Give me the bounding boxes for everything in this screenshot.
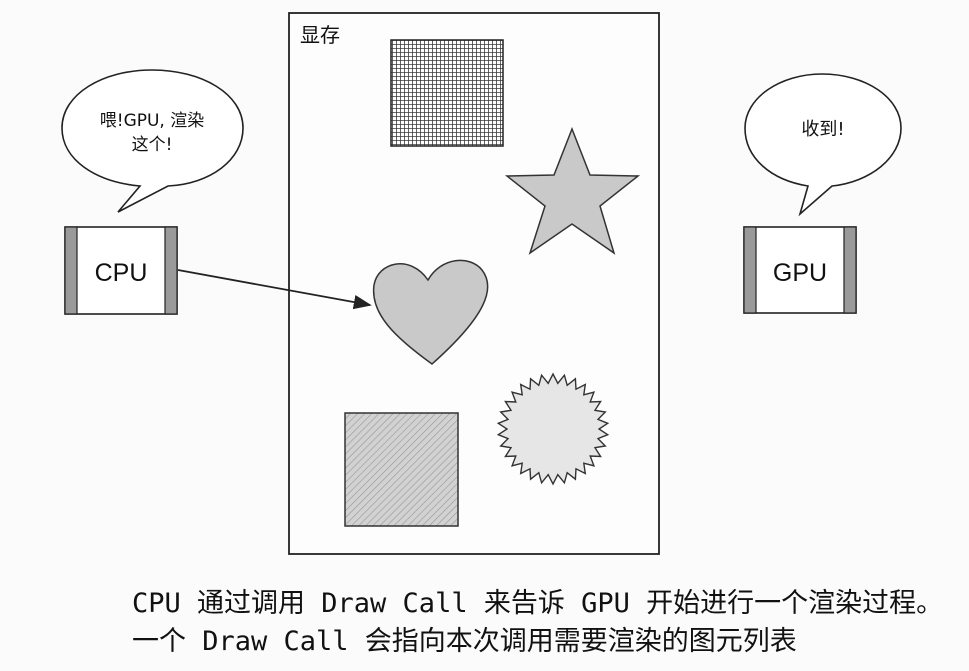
cpu-box: CPU <box>64 226 178 315</box>
caption-line2: 一个 Draw Call 会指向本次调用需要渲染的图元列表 <box>132 626 797 657</box>
draw-call-diagram: 显存 喂!GPU, 渲染 这个! CPU 收到! <box>61 12 902 555</box>
heart-icon <box>372 259 489 365</box>
cpu-label: CPU <box>95 259 148 287</box>
starburst-icon <box>496 372 610 486</box>
cpu-bubble-line2: 这个! <box>132 135 173 155</box>
cpu-bubble-line1: 喂!GPU, 渲染 <box>100 111 205 131</box>
caption: CPU 通过调用 Draw Call 来告诉 GPU 开始进行一个渲染过程。 一… <box>132 585 962 661</box>
hatched-square-icon <box>344 412 459 527</box>
vram-label: 显存 <box>300 23 340 47</box>
grid-square-icon <box>390 39 504 147</box>
caption-line1: CPU 通过调用 Draw Call 来告诉 GPU 开始进行一个渲染过程。 <box>132 588 944 619</box>
cpu-speech-bubble: 喂!GPU, 渲染 这个! <box>61 69 244 213</box>
star-icon <box>504 126 641 255</box>
gpu-box: GPU <box>743 226 857 314</box>
gpu-label: GPU <box>773 259 827 287</box>
gpu-speech-bubble: 收到! <box>744 73 902 217</box>
gpu-bubble-text: 收到! <box>801 119 844 140</box>
draw-call-arrow <box>177 269 372 310</box>
